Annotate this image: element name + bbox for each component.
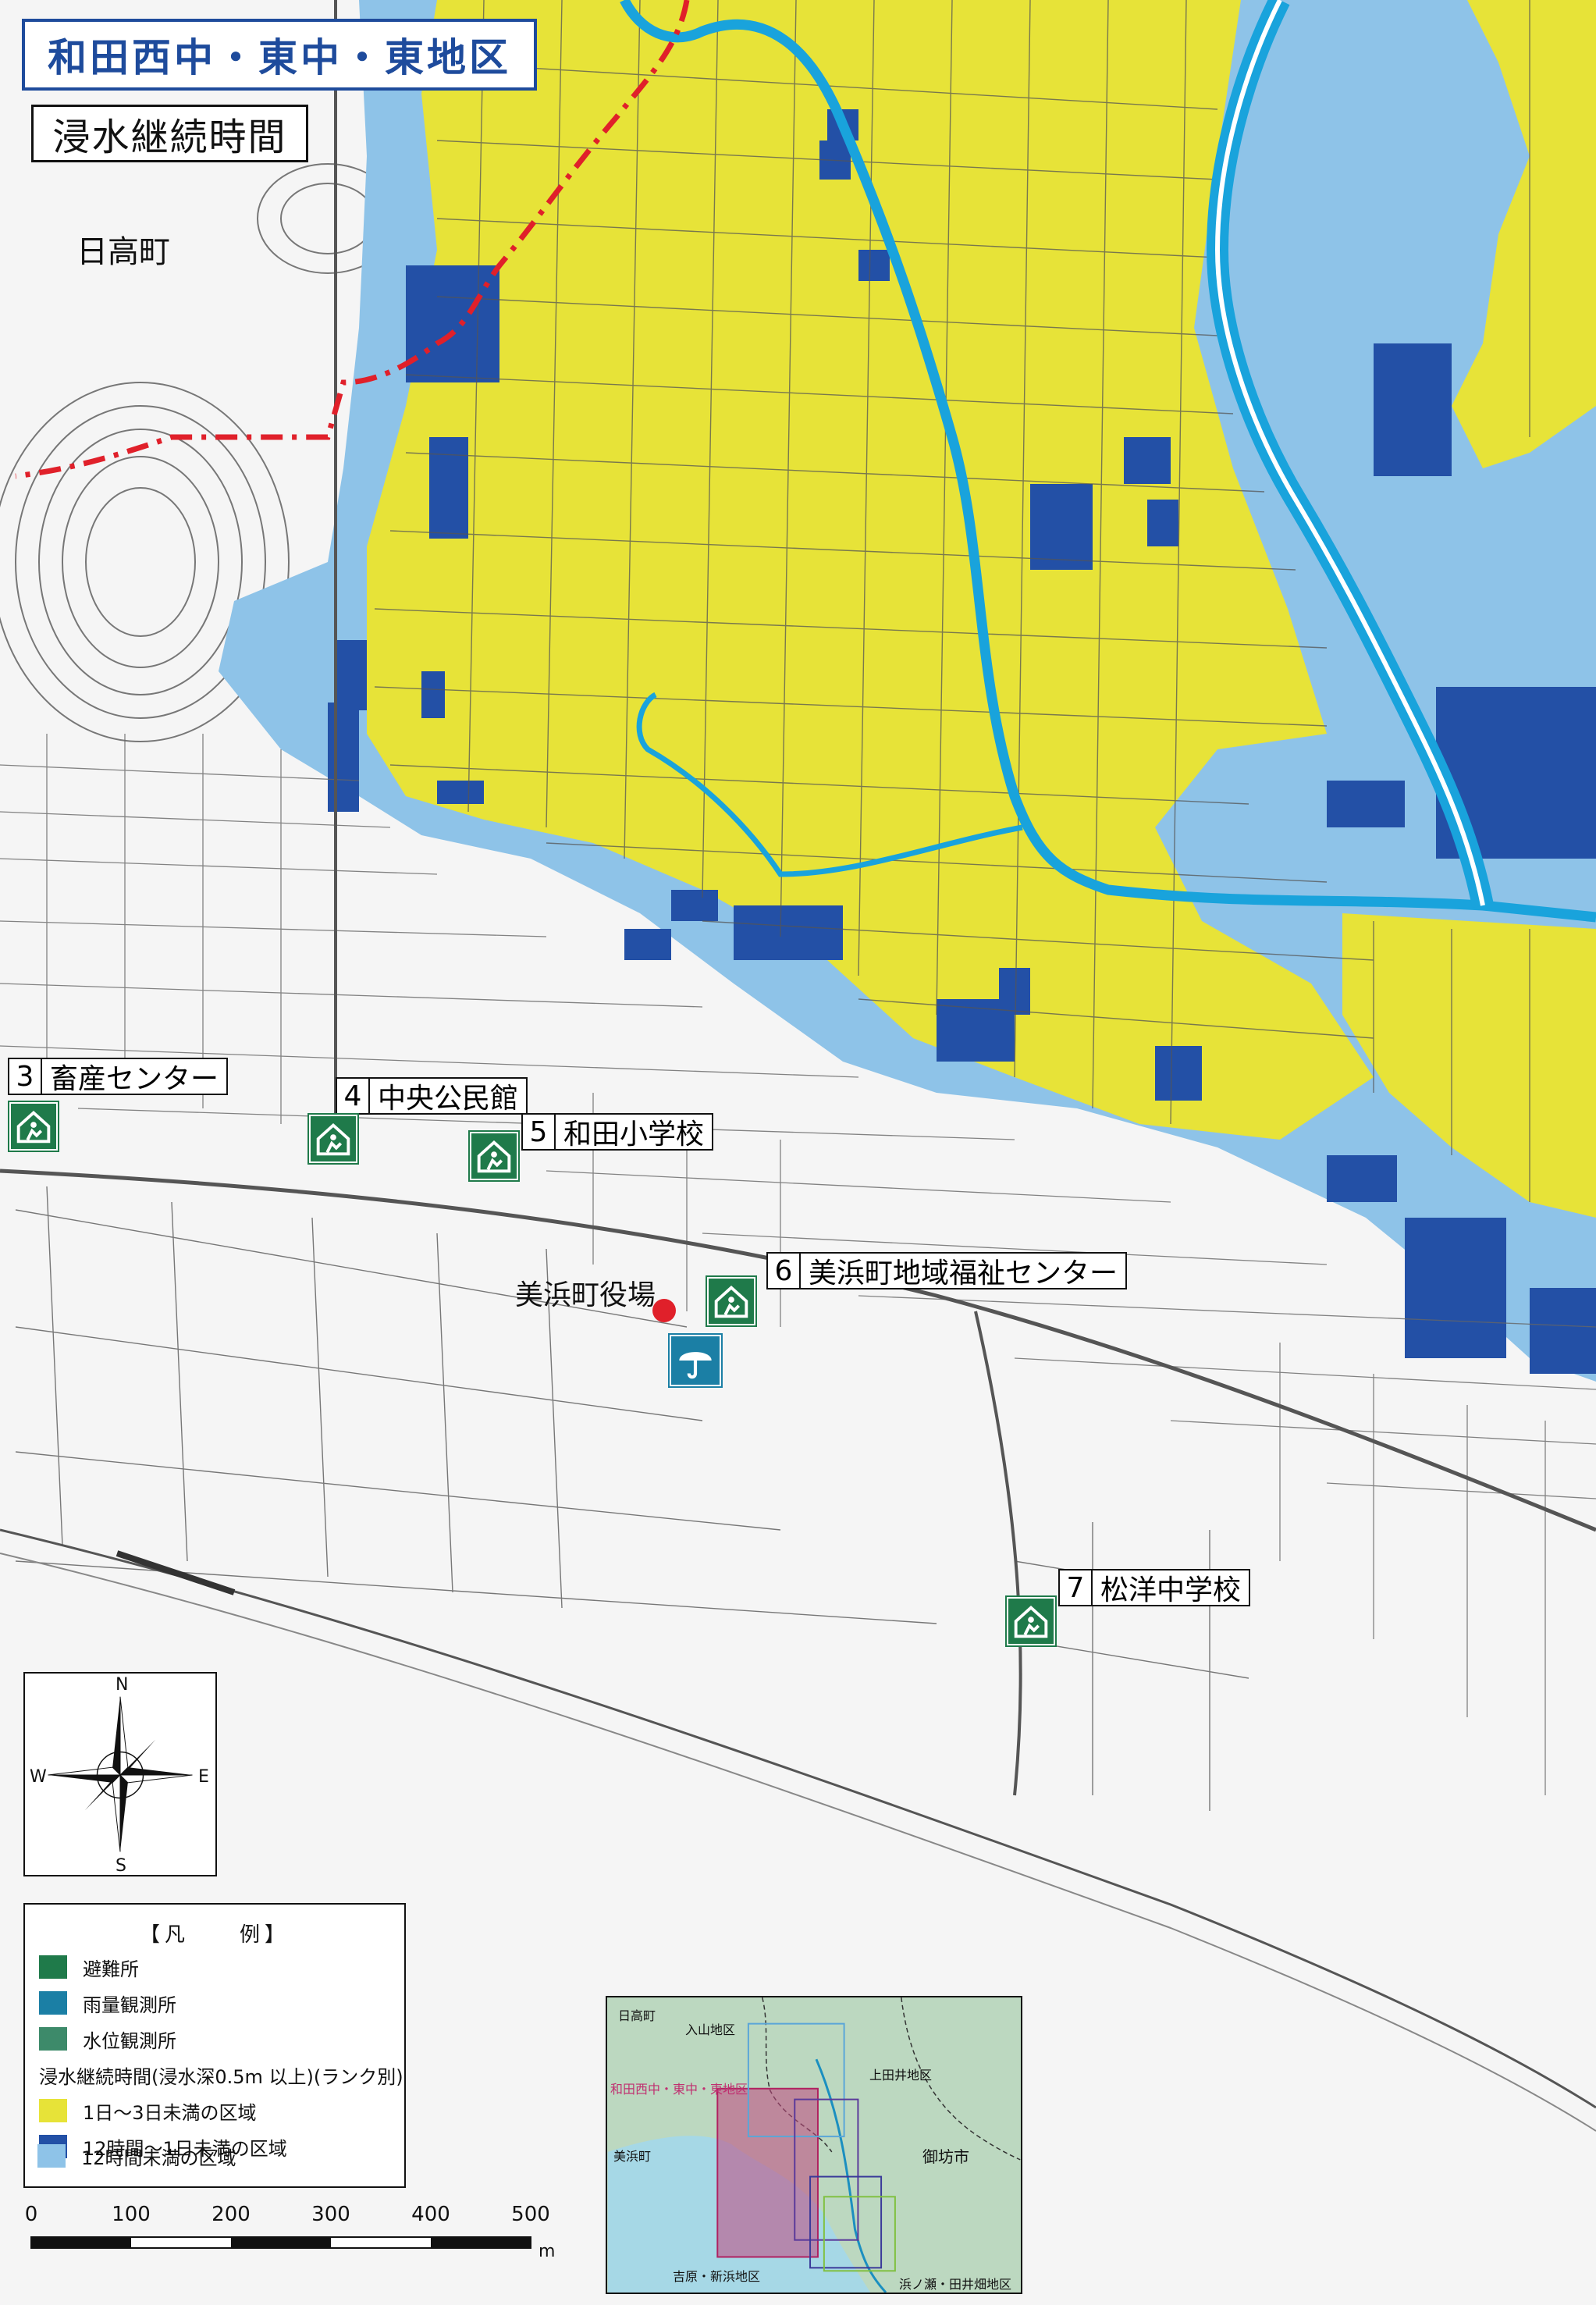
town-office-label: 美浜町役場 [515, 1279, 656, 1311]
shelter-label-5[interactable]: 5 和田小学校 [521, 1113, 714, 1151]
shelter-icon [39, 1955, 67, 1979]
town-boundary [15, 0, 690, 479]
inset-label-wada: 和田西中・東中・東地区 [610, 2082, 748, 2097]
sea-wall [116, 1550, 236, 1595]
river-east-bank [1214, 0, 1485, 906]
water-level-icon [39, 2027, 67, 2051]
shelter-number: 7 [1060, 1570, 1093, 1605]
scale-unit: m [539, 2242, 556, 2261]
scale-tick: 100 [112, 2203, 151, 2226]
map-title-box: 和田西中・東中・東地区 [22, 19, 537, 91]
legend-item-rain-gauge: 雨量観測所 [39, 1989, 176, 2017]
legend-rank-yellow: 1日～3日未満の区域 [39, 2097, 257, 2125]
map-subtitle: 浸水継続時間 [52, 116, 287, 159]
shelter-label-3[interactable]: 3 畜産センター [8, 1058, 229, 1095]
legend-section: 浸水継続時間(浸水深0.5m 以上)(ランク別) [39, 2061, 403, 2089]
river-west [620, 0, 1596, 923]
compass-rose: N S W E [23, 1672, 217, 1876]
town-label-hidaka: 日高町 [76, 234, 170, 270]
zone-yellow-southeast [1342, 913, 1596, 1218]
legend-rank-dark-blue: 12時間～1日未満の区域 [39, 2132, 287, 2161]
shelter-number: 4 [337, 1079, 370, 1113]
inset-label-mihama: 美浜町 [613, 2149, 652, 2164]
shelter-label-4[interactable]: 4 中央公民館 [336, 1077, 528, 1115]
secondary-road [334, 0, 1022, 1796]
shelter-label-7[interactable]: 7 松洋中学校 [1058, 1569, 1251, 1606]
compass-s: S [116, 1856, 126, 1876]
map-subtitle-box: 浸水継続時間 [31, 105, 308, 162]
legend-label: 1日～3日未満の区域 [83, 2101, 257, 2124]
legend-rank-light-blue: 12時間未満の区域 [37, 2142, 236, 2170]
rain-gauge-icon [39, 1991, 67, 2015]
shelter-icon[interactable] [707, 1277, 755, 1325]
inset-label-hidaka: 日高町 [618, 2008, 656, 2023]
legend-section-title: 浸水継続時間(浸水深0.5m 以上)(ランク別) [39, 2065, 403, 2088]
legend-item-shelter: 避難所 [39, 1953, 139, 1981]
shelter-icon[interactable] [309, 1115, 357, 1163]
rain-gauge-icon[interactable] [670, 1335, 721, 1386]
legend-label: 12時間未満の区域 [81, 2147, 236, 2169]
town-office-marker[interactable] [652, 1299, 676, 1322]
map-title: 和田西中・東中・東地区 [48, 35, 511, 80]
scale-tick: 300 [311, 2203, 350, 2226]
shelter-icon[interactable] [9, 1102, 58, 1151]
inset-label-gobo: 御坊市 [922, 2147, 969, 2166]
scale-tick: 0 [24, 2203, 38, 2226]
shelter-icon[interactable] [1007, 1597, 1055, 1645]
shelter-number: 6 [768, 1254, 801, 1288]
shelter-number: 3 [9, 1059, 42, 1094]
shelter-name: 和田小学校 [563, 1119, 705, 1151]
legend-label: 雨量観測所 [83, 1994, 176, 2016]
zone-yellow-west [367, 0, 1374, 1140]
scale-bar: 0 100 200 300 400 500 m [22, 2203, 556, 2289]
coastline [0, 1528, 1596, 2109]
legend-header: 【凡 例】 [139, 1923, 290, 1947]
shelter-name: 美浜町地域福祉センター [809, 1257, 1118, 1289]
rank-swatch [39, 2099, 67, 2122]
compass-n: N [116, 1675, 129, 1695]
shelter-label-6[interactable]: 6 美浜町地域福祉センター [766, 1252, 1128, 1289]
compass-w: W [30, 1767, 47, 1787]
legend-label: 12時間～1日未満の区域 [83, 2137, 287, 2160]
inset-label-yoshihara: 吉原・新浜地区 [673, 2269, 761, 2284]
inset-locator-map: 日高町 入山地区 和田西中・東中・東地区 上田井地区 美浜町 御坊市 吉原・新浜… [606, 1996, 1022, 2294]
compass-e: E [198, 1767, 209, 1787]
shelter-number: 5 [523, 1115, 556, 1149]
zone-yellow-east [1452, 0, 1596, 468]
shelter-name: 畜産センター [50, 1063, 219, 1095]
inset-label-iriyama: 入山地区 [685, 2022, 736, 2037]
rank-swatch [37, 2144, 66, 2168]
shelter-icon[interactable] [470, 1132, 518, 1180]
legend-label: 避難所 [83, 1958, 139, 1980]
urban-blocks [0, 734, 1596, 1795]
river-west-branch [636, 692, 1023, 877]
inset-label-hamanose: 浜ノ瀬・田井畑地区 [899, 2277, 1012, 2292]
scale-tick: 400 [411, 2203, 450, 2226]
coastline-inner [0, 1553, 1596, 2132]
inset-label-kamitai: 上田井地区 [869, 2068, 933, 2083]
legend-label: 水位観測所 [83, 2029, 176, 2052]
legend-item-water-level: 水位観測所 [39, 2025, 176, 2053]
shelter-name: 松洋中学校 [1100, 1574, 1242, 1606]
shelter-name: 中央公民館 [378, 1083, 519, 1115]
scale-tick: 500 [511, 2203, 550, 2226]
scale-tick: 200 [211, 2203, 251, 2226]
legend-panel: 【凡 例】 避難所 雨量観測所 水位観測所 浸水継続時間(浸水深0.5m 以上)… [23, 1903, 406, 2188]
